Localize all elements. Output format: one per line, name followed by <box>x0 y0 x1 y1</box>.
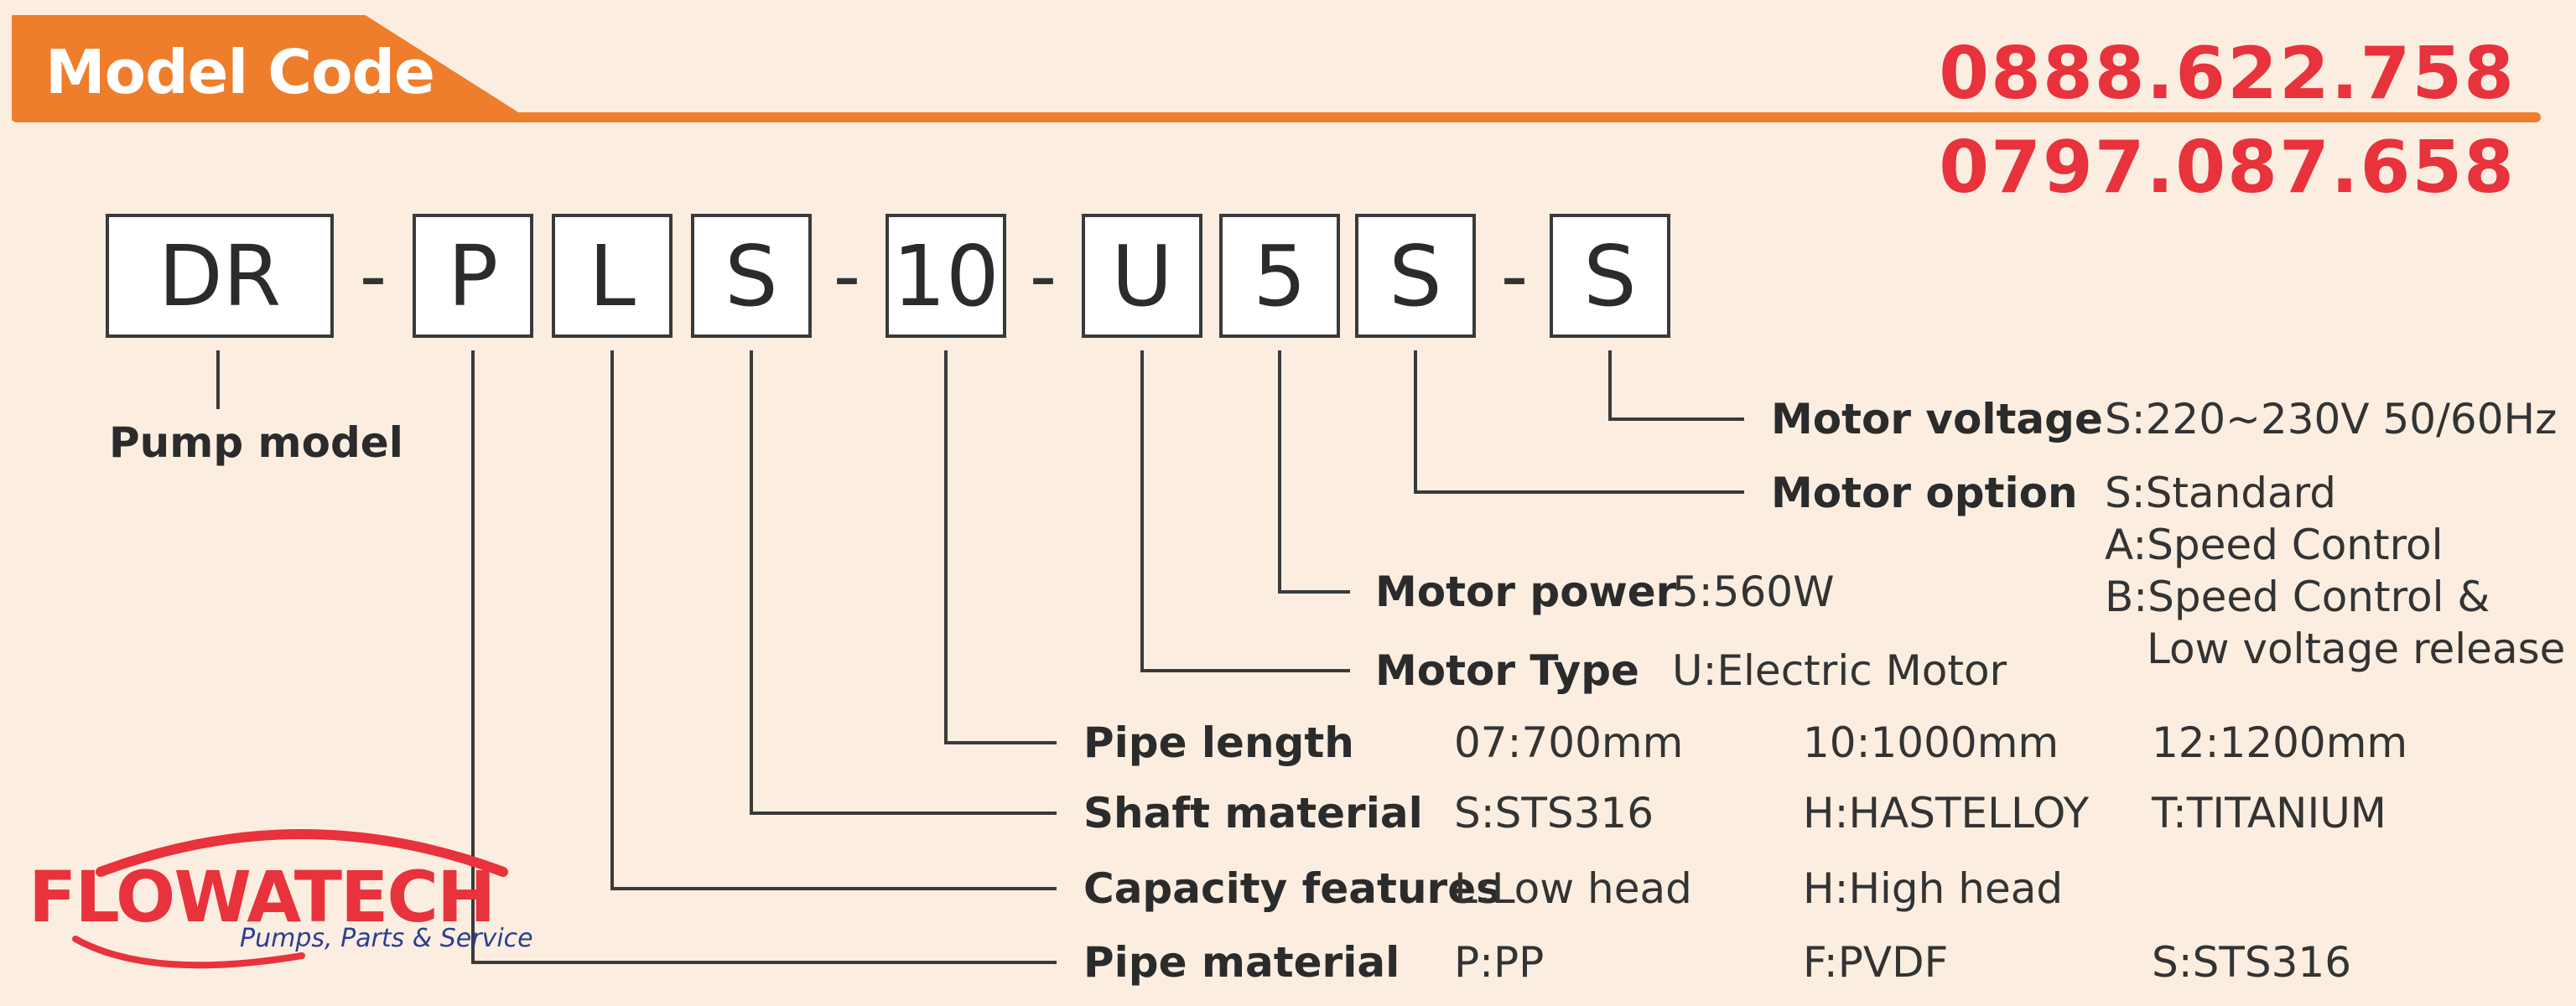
capacity-features-connector <box>610 350 1057 890</box>
pipe-length-value-07: 07:700mm <box>1454 718 1684 767</box>
pipe-material-value-p: P:PP <box>1454 938 1545 987</box>
code-separator: - <box>1500 232 1529 320</box>
pump-model-label: Pump model <box>109 418 403 467</box>
motor-option-connector <box>1414 350 1744 494</box>
code-box-shaft-material: S <box>691 214 812 338</box>
code-box-pipe-length: 10 <box>886 214 1006 338</box>
pipe-material-value-s: S:STS316 <box>2152 938 2352 987</box>
code-separator: - <box>833 232 861 320</box>
capacity-features-value-l: L:Low head <box>1454 864 1692 913</box>
logo-swoosh-icon <box>72 829 508 969</box>
pipe-material-connector <box>471 350 1057 964</box>
motor-type-value: U:Electric Motor <box>1672 646 2007 695</box>
capacity-features-label: Capacity features <box>1083 864 1501 913</box>
shaft-material-connector <box>750 350 1057 815</box>
motor-power-value: 5:560W <box>1672 568 1835 616</box>
code-box-motor-voltage: S <box>1550 214 1670 338</box>
shaft-material-label: Shaft material <box>1083 789 1423 837</box>
shaft-material-value-s: S:STS316 <box>1454 789 1654 837</box>
motor-option-value-s: S:Standard <box>2105 469 2337 517</box>
motor-voltage-label: Motor voltage <box>1771 395 2103 443</box>
shaft-material-value-t: T:TITANIUM <box>2152 789 2386 837</box>
motor-option-value-a: A:Speed Control <box>2105 521 2444 569</box>
motor-option-label: Motor option <box>1771 469 2078 517</box>
page-title: Model Code <box>45 37 435 107</box>
code-separator: - <box>1029 232 1057 320</box>
pipe-length-label: Pipe length <box>1083 718 1354 767</box>
code-separator: - <box>359 232 387 320</box>
code-box-motor-option: S <box>1355 214 1476 338</box>
motor-voltage-value: S:220~230V 50/60Hz <box>2105 395 2558 443</box>
pipe-material-value-f: F:PVDF <box>1803 938 1949 987</box>
pipe-material-label: Pipe material <box>1083 938 1400 987</box>
code-box-pump-model: DR <box>106 214 334 338</box>
pipe-length-value-10: 10:1000mm <box>1803 718 2059 767</box>
motor-power-label: Motor power <box>1375 568 1677 616</box>
code-box-motor-type: U <box>1082 214 1202 338</box>
pipe-length-value-12: 12:1200mm <box>2152 718 2408 767</box>
motor-type-connector <box>1140 350 1350 672</box>
motor-type-label: Motor Type <box>1375 646 1639 695</box>
phone-number-2: 0797.087.658 <box>1939 126 2516 210</box>
header-underline <box>12 112 2541 122</box>
phone-number-1: 0888.622.758 <box>1939 32 2516 116</box>
pipe-length-connector <box>944 350 1057 744</box>
code-box-motor-power: 5 <box>1219 214 1340 338</box>
motor-power-connector <box>1278 350 1350 594</box>
code-box-pipe-material: P <box>413 214 533 338</box>
motor-option-value-b-cont: Low voltage release <box>2147 625 2566 673</box>
logo-tagline: Pumps, Parts & Service <box>240 924 533 953</box>
logo-brand: FLOWATECH <box>29 856 496 938</box>
motor-voltage-connector <box>1608 350 1744 421</box>
motor-option-value-b: B:Speed Control & <box>2105 573 2490 621</box>
code-box-capacity: L <box>552 214 673 338</box>
capacity-features-value-h: H:High head <box>1803 864 2064 913</box>
shaft-material-value-h: H:HASTELLOY <box>1803 789 2090 837</box>
